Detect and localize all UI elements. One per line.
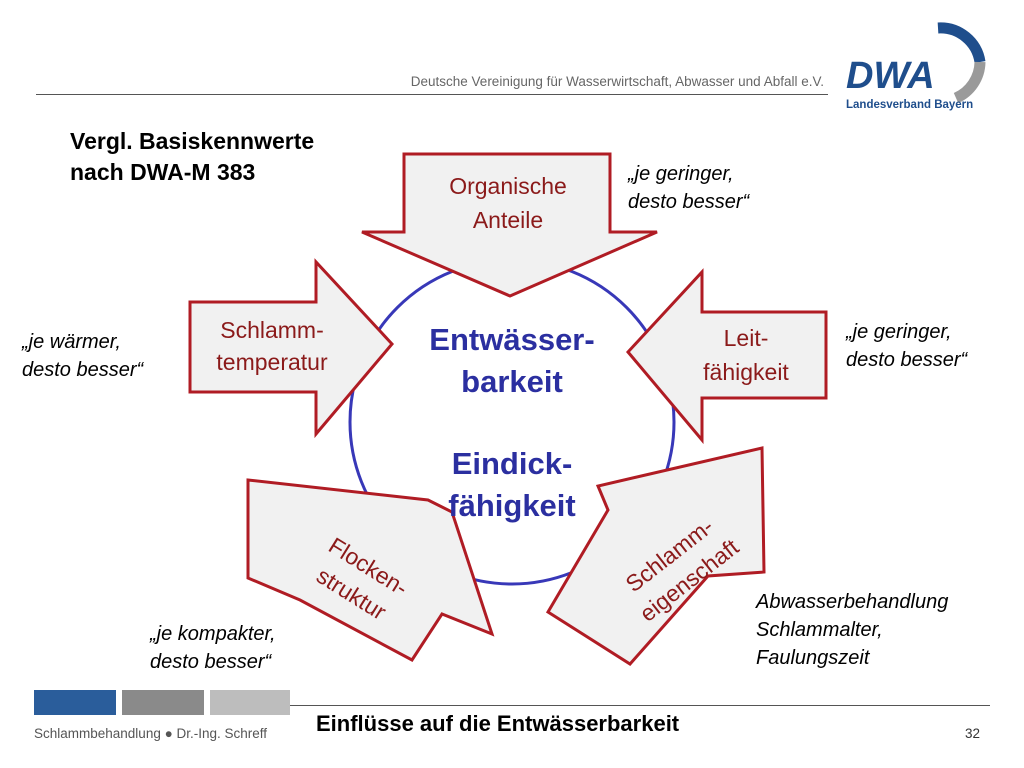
note-property: Abwasserbehandlung Schlammalter, Faulung… bbox=[756, 588, 948, 672]
footer-bar-light bbox=[210, 690, 290, 715]
organization-name: Deutsche Vereinigung für Wasserwirtschaf… bbox=[410, 74, 824, 89]
arrow-organic: Organische Anteile bbox=[361, 152, 658, 298]
note-temperature: „je wärmer, desto besser“ bbox=[22, 328, 143, 384]
arrow-flocs: Flocken- struktur bbox=[246, 478, 495, 662]
arrow-temperature-shape bbox=[188, 258, 395, 439]
footer-author: Schlammbehandlung ● Dr.-Ing. Schreff bbox=[34, 726, 268, 741]
arrow-organic-label-1: Organische bbox=[449, 173, 567, 199]
page-number: 32 bbox=[964, 726, 980, 741]
note-property-line-2: Schlammalter, bbox=[756, 619, 883, 641]
arrow-conductivity-label-2: fähigkeit bbox=[703, 359, 789, 385]
note-property-line-1: Abwasserbehandlung bbox=[756, 591, 949, 613]
arrow-temperature-label-1: Schlamm- bbox=[220, 317, 324, 343]
arrow-flocs-shape bbox=[246, 478, 495, 662]
note-temperature-line-2: desto besser“ bbox=[22, 359, 144, 381]
subtitle-line-1: Vergl. Basiskennwerte bbox=[70, 128, 315, 154]
footer-bar-gray bbox=[122, 690, 204, 715]
arrow-conductivity-label-1: Leit- bbox=[724, 325, 769, 351]
arrow-temperature-label-2: temperatur bbox=[216, 349, 328, 375]
note-organic-line-2: desto besser“ bbox=[628, 191, 750, 213]
subtitle-line-2: nach DWA-M 383 bbox=[70, 159, 256, 185]
note-conductivity-line-1: „je geringer, bbox=[846, 321, 952, 343]
note-conductivity: „je geringer, desto besser“ bbox=[846, 318, 967, 374]
note-conductivity-line-2: desto besser“ bbox=[846, 349, 968, 371]
note-temperature-line-1: „je wärmer, bbox=[22, 331, 121, 353]
arrow-temperature: Schlamm- temperatur bbox=[188, 258, 395, 439]
logo-subtitle: Landesverband Bayern bbox=[846, 99, 973, 111]
center-label-4: fähigkeit bbox=[448, 488, 575, 523]
center-label-1: Entwässer- bbox=[429, 322, 594, 357]
center-label-3: Eindick- bbox=[452, 446, 573, 481]
logo-text: DWA bbox=[846, 55, 935, 97]
slide-title: Einflüsse auf die Entwässerbarkeit bbox=[316, 711, 680, 736]
arrow-conductivity-shape bbox=[626, 268, 828, 445]
arrow-property-shape bbox=[545, 446, 766, 666]
note-property-line-3: Faulungszeit bbox=[756, 647, 870, 669]
note-flocs-line-1: „je kompakter, bbox=[150, 623, 276, 645]
slide-subtitle: Vergl. Basiskennwerte nach DWA-M 383 bbox=[70, 126, 314, 188]
note-organic-line-1: „je geringer, bbox=[628, 163, 734, 185]
note-flocs: „je kompakter, desto besser“ bbox=[150, 620, 276, 676]
center-label-2: barkeit bbox=[461, 364, 563, 399]
footer-bar-blue bbox=[34, 690, 116, 715]
arrow-conductivity: Leit- fähigkeit bbox=[626, 268, 828, 445]
logo-blue-arc bbox=[937, 22, 986, 64]
footer-divider bbox=[290, 705, 990, 706]
arrow-organic-label-2: Anteile bbox=[473, 207, 543, 233]
note-flocs-line-2: desto besser“ bbox=[150, 651, 272, 673]
note-organic: „je geringer, desto besser“ bbox=[628, 160, 749, 216]
arrow-organic-shape bbox=[361, 152, 658, 298]
header-divider bbox=[36, 94, 828, 95]
dwa-logo: DWA Landesverband Bayern bbox=[846, 22, 986, 111]
logo-gray-arc bbox=[953, 61, 986, 104]
